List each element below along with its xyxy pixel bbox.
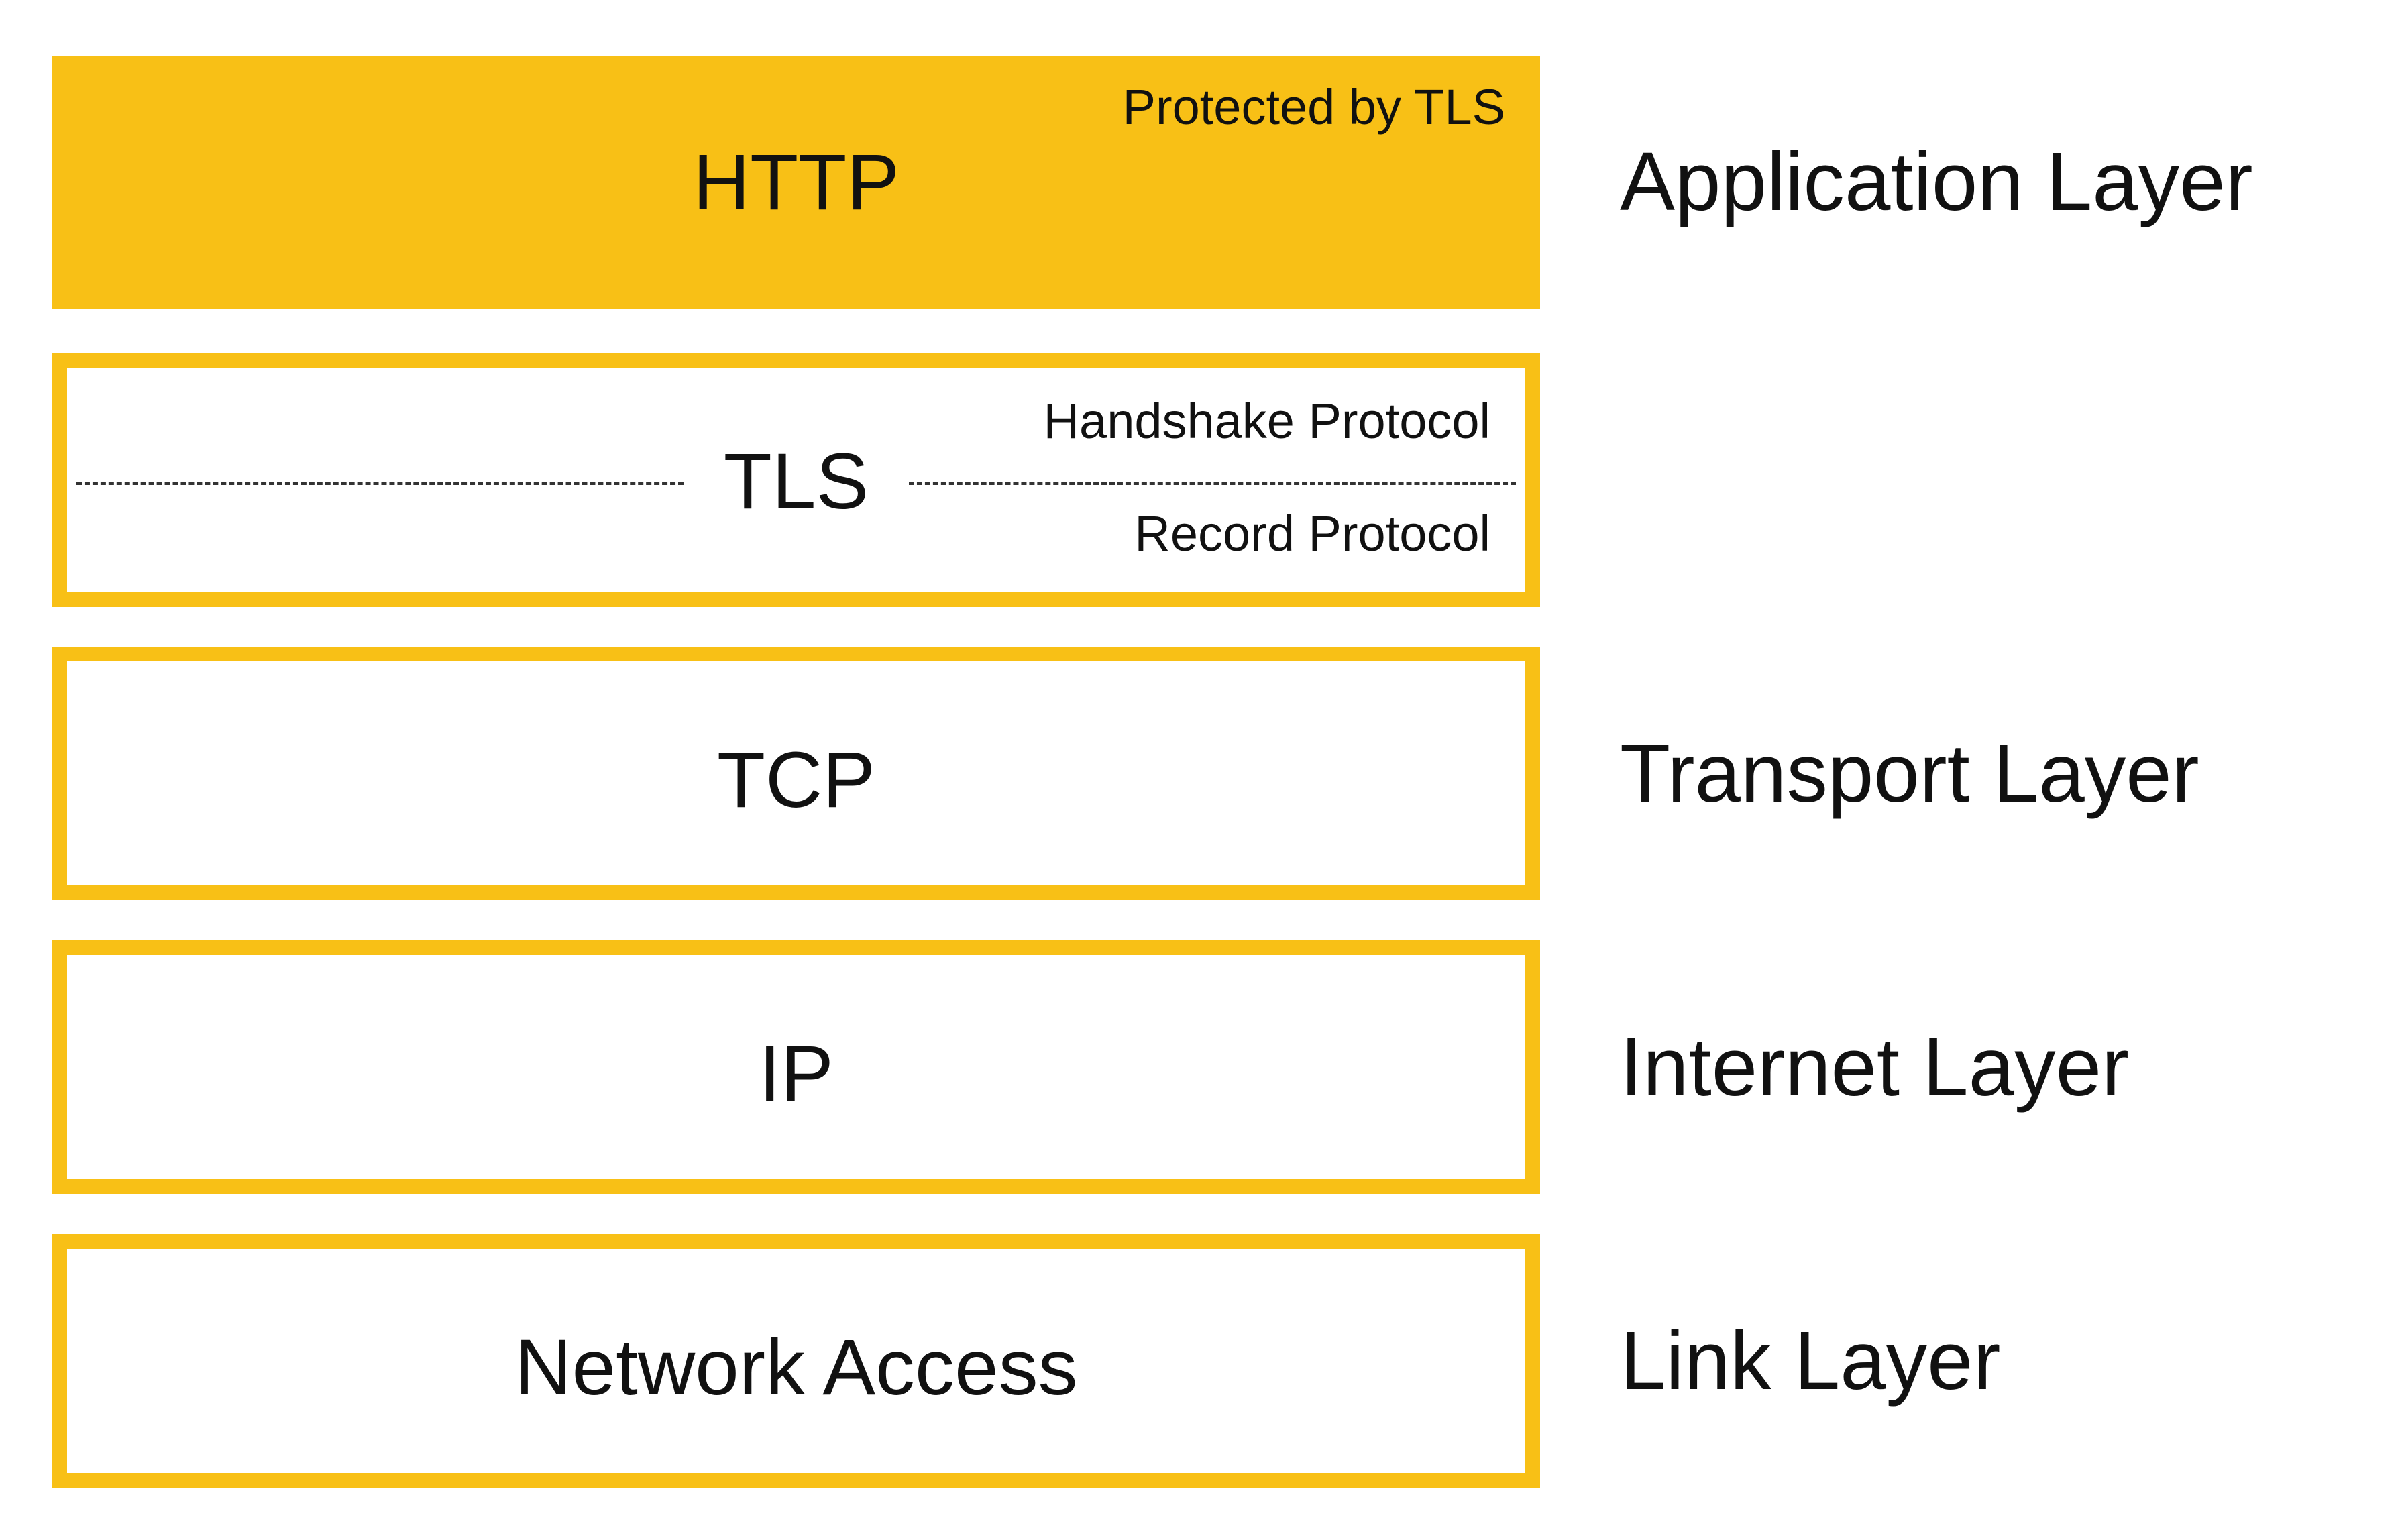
http-note: Protected by TLS	[1122, 79, 1505, 135]
tls-box: Handshake Protocol TLS Record Protocol	[52, 353, 1540, 607]
tls-record-label: Record Protocol	[1134, 506, 1490, 561]
application-layer-label: Application Layer	[1620, 136, 2253, 228]
tls-label: TLS	[723, 437, 869, 526]
tcp-box: TCP	[52, 647, 1540, 900]
tls-divider-right	[909, 482, 1516, 485]
http-box: Protected by TLS HTTP	[52, 56, 1540, 309]
transport-layer-label: Transport Layer	[1620, 728, 2199, 820]
link-layer-label: Link Layer	[1620, 1315, 2001, 1407]
network-access-label: Network Access	[514, 1323, 1078, 1412]
tcp-label: TCP	[717, 736, 875, 824]
tls-handshake-label: Handshake Protocol	[1043, 393, 1490, 449]
ip-box: IP	[52, 940, 1540, 1194]
network-access-box: Network Access	[52, 1234, 1540, 1488]
ip-label: IP	[759, 1030, 834, 1118]
tls-divider-left	[76, 482, 684, 485]
http-label: HTTP	[692, 138, 900, 227]
internet-layer-label: Internet Layer	[1620, 1022, 2129, 1113]
